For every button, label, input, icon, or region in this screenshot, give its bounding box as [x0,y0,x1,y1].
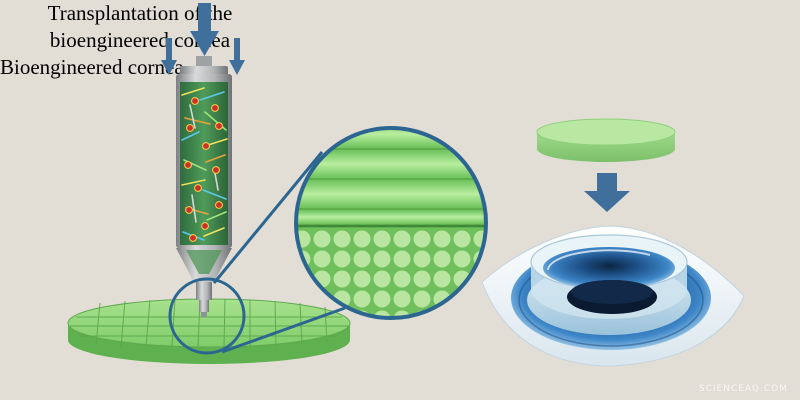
fiber-cross-section [413,290,431,308]
fiber-cross-section [353,250,371,268]
fiber-cross-section [393,270,411,288]
fiber-cross-section [413,250,431,268]
eye-illustration [481,225,745,367]
fiber-cross-section [453,310,471,318]
bioprinter-syringe [176,56,232,317]
fiber-cross-section [473,310,486,318]
down-arrow-icon [584,173,630,212]
fiber-cross-section [393,250,411,268]
down-arrow-icon [229,38,245,75]
fiber-cross-section [333,270,351,288]
magnified-scaffold-view [294,126,488,320]
fiber-cross-section [353,230,371,248]
fiber-cross-section [393,310,411,318]
fiber-cross-section [353,270,371,288]
fiber-cross-section [313,250,331,268]
fiber-cross-section [413,230,431,248]
fiber-cross-section [333,230,351,248]
fiber-cross-section [333,250,351,268]
watermark: SCIENCEAQ.COM [698,384,788,394]
fiber-cross-section [373,250,391,268]
fiber-cross-section [473,230,486,248]
fiber-cross-section [453,230,471,248]
fiber-cross-section [433,250,451,268]
fiber-cross-section [373,230,391,248]
fiber-cross-section [373,290,391,308]
magnified-inset-lines [212,151,346,354]
fiber-cross-section [413,270,431,288]
bioengineered-cornea-caption: Bioengineered cornea [0,55,184,79]
fiber-cross-section [373,270,391,288]
bioprinted-cornea-disc [67,298,351,364]
bioengineered-cornea-implant [536,118,676,162]
fiber-cross-section [433,230,451,248]
down-arrow-icon [190,3,219,56]
fiber-cross-section [393,230,411,248]
fiber-cross-section [373,310,391,318]
nozzle-focus-circle [168,277,246,355]
down-arrow-icon [161,38,177,75]
fiber-cross-section [433,270,451,288]
fiber-cross-section [353,290,371,308]
fiber-cross-section [453,250,471,268]
fiber-cross-section [433,310,451,318]
fiber-cross-section [393,290,411,308]
fiber-cross-section [313,230,331,248]
bioink-cells [181,87,228,242]
